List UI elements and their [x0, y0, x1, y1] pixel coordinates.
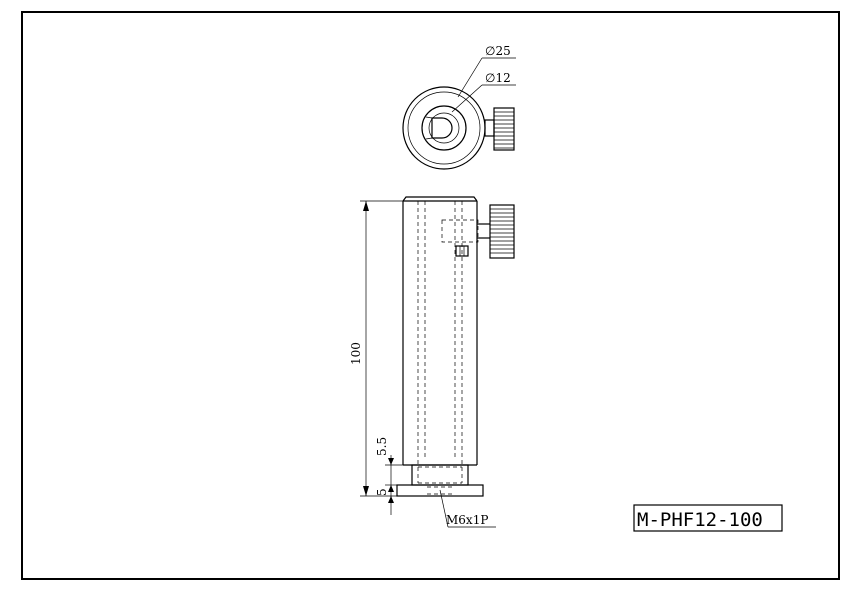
- base-dimension-label: 5: [375, 488, 389, 496]
- part-number: M-PHF12-100: [637, 509, 763, 531]
- inner-diameter-label: ∅12: [485, 71, 511, 85]
- drawing-frame: [21, 11, 840, 580]
- thread-label: M6x1P: [446, 513, 488, 527]
- side-view: [396, 196, 515, 497]
- offset-dimension-label: 5.5: [375, 437, 389, 456]
- part-number-box: [633, 504, 783, 532]
- dimension-lines: [360, 200, 496, 528]
- top-view: [402, 86, 515, 170]
- diameter-leaders: [451, 57, 516, 113]
- length-dimension-label: 100: [349, 342, 363, 365]
- outer-diameter-label: ∅25: [485, 44, 511, 58]
